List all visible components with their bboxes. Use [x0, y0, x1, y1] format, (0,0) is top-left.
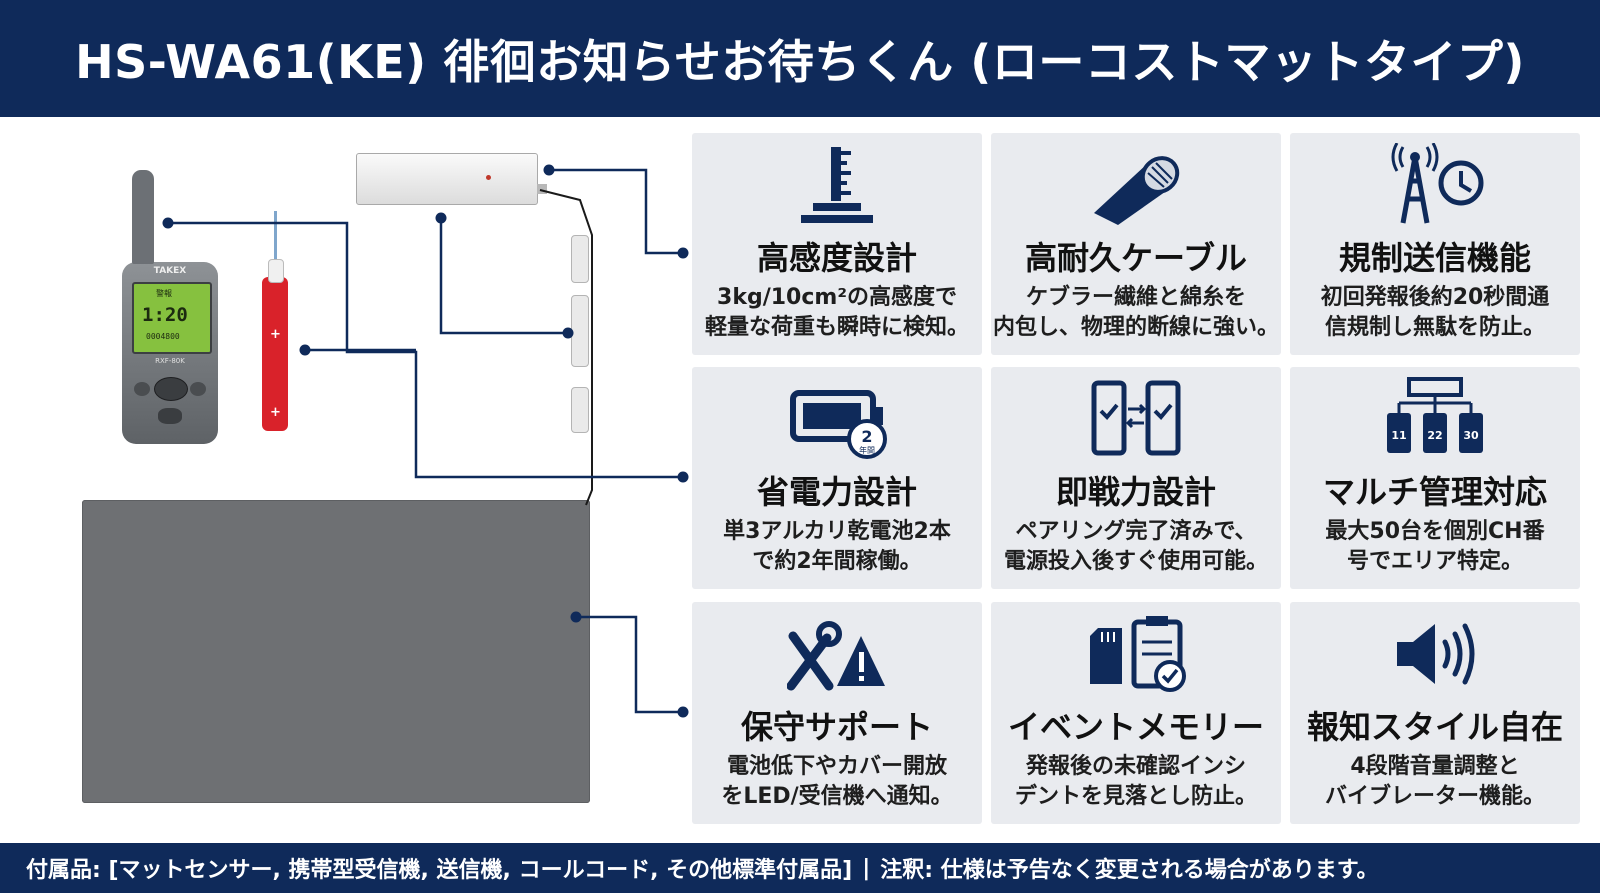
tools-warning-icon [787, 612, 887, 696]
feature-description: 発報後の未確認インシ デントを見落とし防止。 [1014, 754, 1257, 809]
receiver-antenna [132, 170, 154, 264]
speaker-icon [1385, 612, 1485, 696]
footer-separator: | [862, 855, 871, 881]
call-cord-tag [268, 259, 284, 283]
svg-text:2: 2 [861, 427, 872, 446]
feature-title: 報知スタイル自在 [1306, 708, 1563, 746]
feature-card-transmit-regulation: 規制送信機能 初回発報後約20秒間通 信規制し無駄を防止。 [1290, 133, 1580, 355]
receiver-button-main [154, 377, 188, 401]
feature-description: 単3アルカリ乾電池2本 で約2年間稼働。 [723, 519, 951, 574]
svg-text:11: 11 [1391, 429, 1406, 442]
svg-text:22: 22 [1427, 429, 1442, 442]
battery-icon: 2 年間 [787, 377, 887, 461]
feature-title: 高耐久ケーブル [1024, 239, 1248, 277]
product-illustration: TAKEX 警報 1:20 0004800 RXF-80K + + [0, 117, 690, 843]
feature-title: 即戦力設計 [1055, 473, 1216, 511]
feature-card-event-memory: イベントメモリー 発報後の未確認インシ デントを見落とし防止。 [991, 602, 1281, 824]
page-footer: 付属品: [マットセンサー, 携帯型受信機, 送信機, コールコード, その他標… [0, 843, 1600, 893]
receiver-button-bottom [158, 408, 182, 424]
feature-card-ready-to-use: 即戦力設計 ペアリング完了済みで、 電源投入後すぐ使用可能。 [991, 367, 1281, 589]
feature-card-high-sensitivity: 高感度設計 3kg/10cm²の高感度で 軽量な荷重も瞬時に検知。 [692, 133, 982, 355]
cable-connector-lower [571, 387, 589, 433]
feature-description: 最大50台を個別CH番 号でエリア特定。 [1325, 519, 1545, 574]
network-channels-icon: 11 22 30 [1385, 377, 1485, 461]
feature-card-multi-management: 11 22 30 マルチ管理対応 最大50台を個別CH番 号でエリア特定。 [1290, 367, 1580, 589]
footer-note: 注釈: 仕様は予告なく変更される場合があります。 [880, 858, 1379, 883]
feature-description: ペアリング完了済みで、 電源投入後すぐ使用可能。 [1003, 519, 1268, 574]
transmitter [356, 153, 547, 205]
call-cord-string [274, 211, 277, 259]
sdcard-clipboard-icon [1086, 612, 1186, 696]
receiver-brand: TAKEX [153, 266, 187, 276]
receiver-number: 0004800 [146, 332, 180, 341]
feature-card-durable-cable: 高耐久ケーブル ケブラー繊維と綿糸を 内包し、物理的断線に強い。 [991, 133, 1281, 355]
feature-title: 省電力設計 [756, 473, 917, 511]
feature-title: 規制送信機能 [1338, 239, 1531, 277]
call-cord: + + [262, 211, 288, 431]
feature-title: イベントメモリー [1007, 708, 1264, 746]
antenna-clock-icon [1385, 143, 1485, 227]
feature-description: ケブラー繊維と綿糸を 内包し、物理的断線に強い。 [992, 285, 1279, 340]
cross-icon: + [270, 327, 281, 342]
cable-icon [1086, 143, 1186, 227]
receiver-mode: 警報 [156, 289, 172, 298]
portable-receiver: TAKEX 警報 1:20 0004800 RXF-80K [122, 170, 218, 444]
svg-text:年間: 年間 [859, 445, 875, 455]
feature-card-alert-style: 報知スタイル自在 4段階音量調整と バイブレーター機能。 [1290, 602, 1580, 824]
feature-title: 保守サポート [740, 708, 933, 746]
svg-text:30: 30 [1463, 429, 1479, 442]
receiver-time: 1:20 [142, 304, 188, 326]
cable-switch [571, 295, 589, 367]
receiver-screen: 警報 1:20 0004800 [132, 282, 212, 354]
feature-card-power-saving: 2 年間 省電力設計 単3アルカリ乾電池2本 で約2年間稼働。 [692, 367, 982, 589]
mat-sensor [82, 500, 590, 803]
page-header: HS-WA61(KE) 徘徊お知らせお待ちくん (ローコストマットタイプ) [0, 0, 1600, 117]
receiver-button-left [134, 382, 150, 396]
scale-gauge-icon [787, 143, 887, 227]
feature-card-maintenance-support: 保守サポート 電池低下やカバー開放 をLED/受信機へ通知。 [692, 602, 982, 824]
page-title: HS-WA61(KE) 徘徊お知らせお待ちくん (ローコストマットタイプ) [75, 34, 1525, 89]
receiver-button-right [190, 382, 206, 396]
receiver-model: RXF-80K [155, 357, 185, 365]
paired-phones-icon [1086, 377, 1186, 461]
transmitter-connector [537, 184, 547, 194]
feature-description: 初回発報後約20秒間通 信規制し無駄を防止。 [1320, 285, 1550, 340]
feature-description: 電池低下やカバー開放 をLED/受信機へ通知。 [721, 754, 953, 809]
footer-accessories: 付属品: [マットセンサー, 携帯型受信機, 送信機, コールコード, その他標… [26, 858, 853, 883]
transmitter-led [486, 175, 491, 180]
feature-description: 3kg/10cm²の高感度で 軽量な荷重も瞬時に検知。 [704, 285, 969, 340]
feature-title: 高感度設計 [756, 239, 917, 277]
cross-icon: + [270, 405, 281, 420]
feature-description: 4段階音量調整と バイブレーター機能。 [1324, 754, 1545, 809]
feature-title: マルチ管理対応 [1322, 473, 1547, 511]
cable-connector-upper [571, 235, 589, 283]
